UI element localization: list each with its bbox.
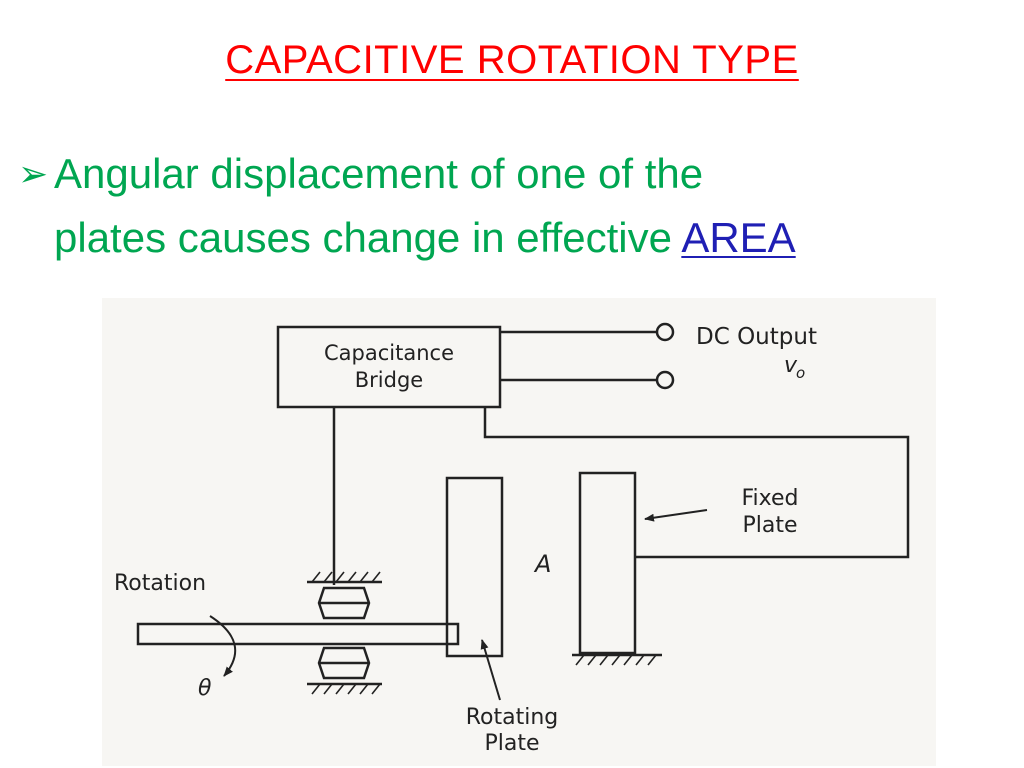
dc-output-label: DC Output	[696, 324, 817, 350]
fixed-plate-label-line-1: Fixed	[741, 486, 798, 511]
bullet-line-2-text: plates causes change in effective	[54, 214, 682, 261]
capacitance-bridge-box	[276, 325, 502, 409]
fixed-plate	[578, 471, 637, 655]
bullet-text: Angular displacement of one of the plate…	[18, 142, 978, 270]
rotating-plate-label-line-1: Rotating	[466, 705, 559, 730]
bullet-emphasis-area: AREA	[681, 214, 796, 261]
diagram-svg: Capacitance Bridge DC Output v o Fixed P…	[114, 322, 910, 756]
output-terminal-bottom	[655, 370, 675, 390]
fixed-plate-wire	[483, 407, 910, 559]
fixed-plate-pointer-arrow	[644, 509, 708, 522]
bullet-point: ➢ Angular displacement of one of the pla…	[18, 142, 978, 270]
fixed-plate-label-line-2: Plate	[742, 513, 797, 538]
bridge-label-line-2: Bridge	[355, 368, 423, 392]
shaft	[136, 622, 460, 646]
rotation-arrow	[209, 615, 237, 677]
area-label: A	[533, 550, 551, 578]
rotating-plate-pointer-arrow	[480, 639, 501, 701]
output-terminal-top	[655, 322, 675, 342]
slide-title: CAPACITIVE ROTATION TYPE	[225, 38, 799, 82]
rotating-plate	[445, 476, 504, 658]
output-voltage-subscript: o	[796, 364, 805, 382]
rotation-label: Rotation	[114, 571, 206, 596]
bridge-label-line-1: Capacitance	[324, 341, 454, 365]
rotating-plate-label-line-2: Plate	[484, 731, 539, 756]
arrow-bullet-icon: ➢	[18, 153, 49, 194]
theta-label: θ	[198, 676, 212, 701]
ground-hatching	[311, 571, 657, 695]
capacitive-rotation-diagram: Capacitance Bridge DC Output v o Fixed P…	[102, 298, 936, 766]
bullet-line-2: plates causes change in effective AREA	[54, 206, 978, 270]
output-voltage-symbol: v	[784, 353, 798, 378]
bullet-line-1: Angular displacement of one of the	[54, 150, 704, 197]
